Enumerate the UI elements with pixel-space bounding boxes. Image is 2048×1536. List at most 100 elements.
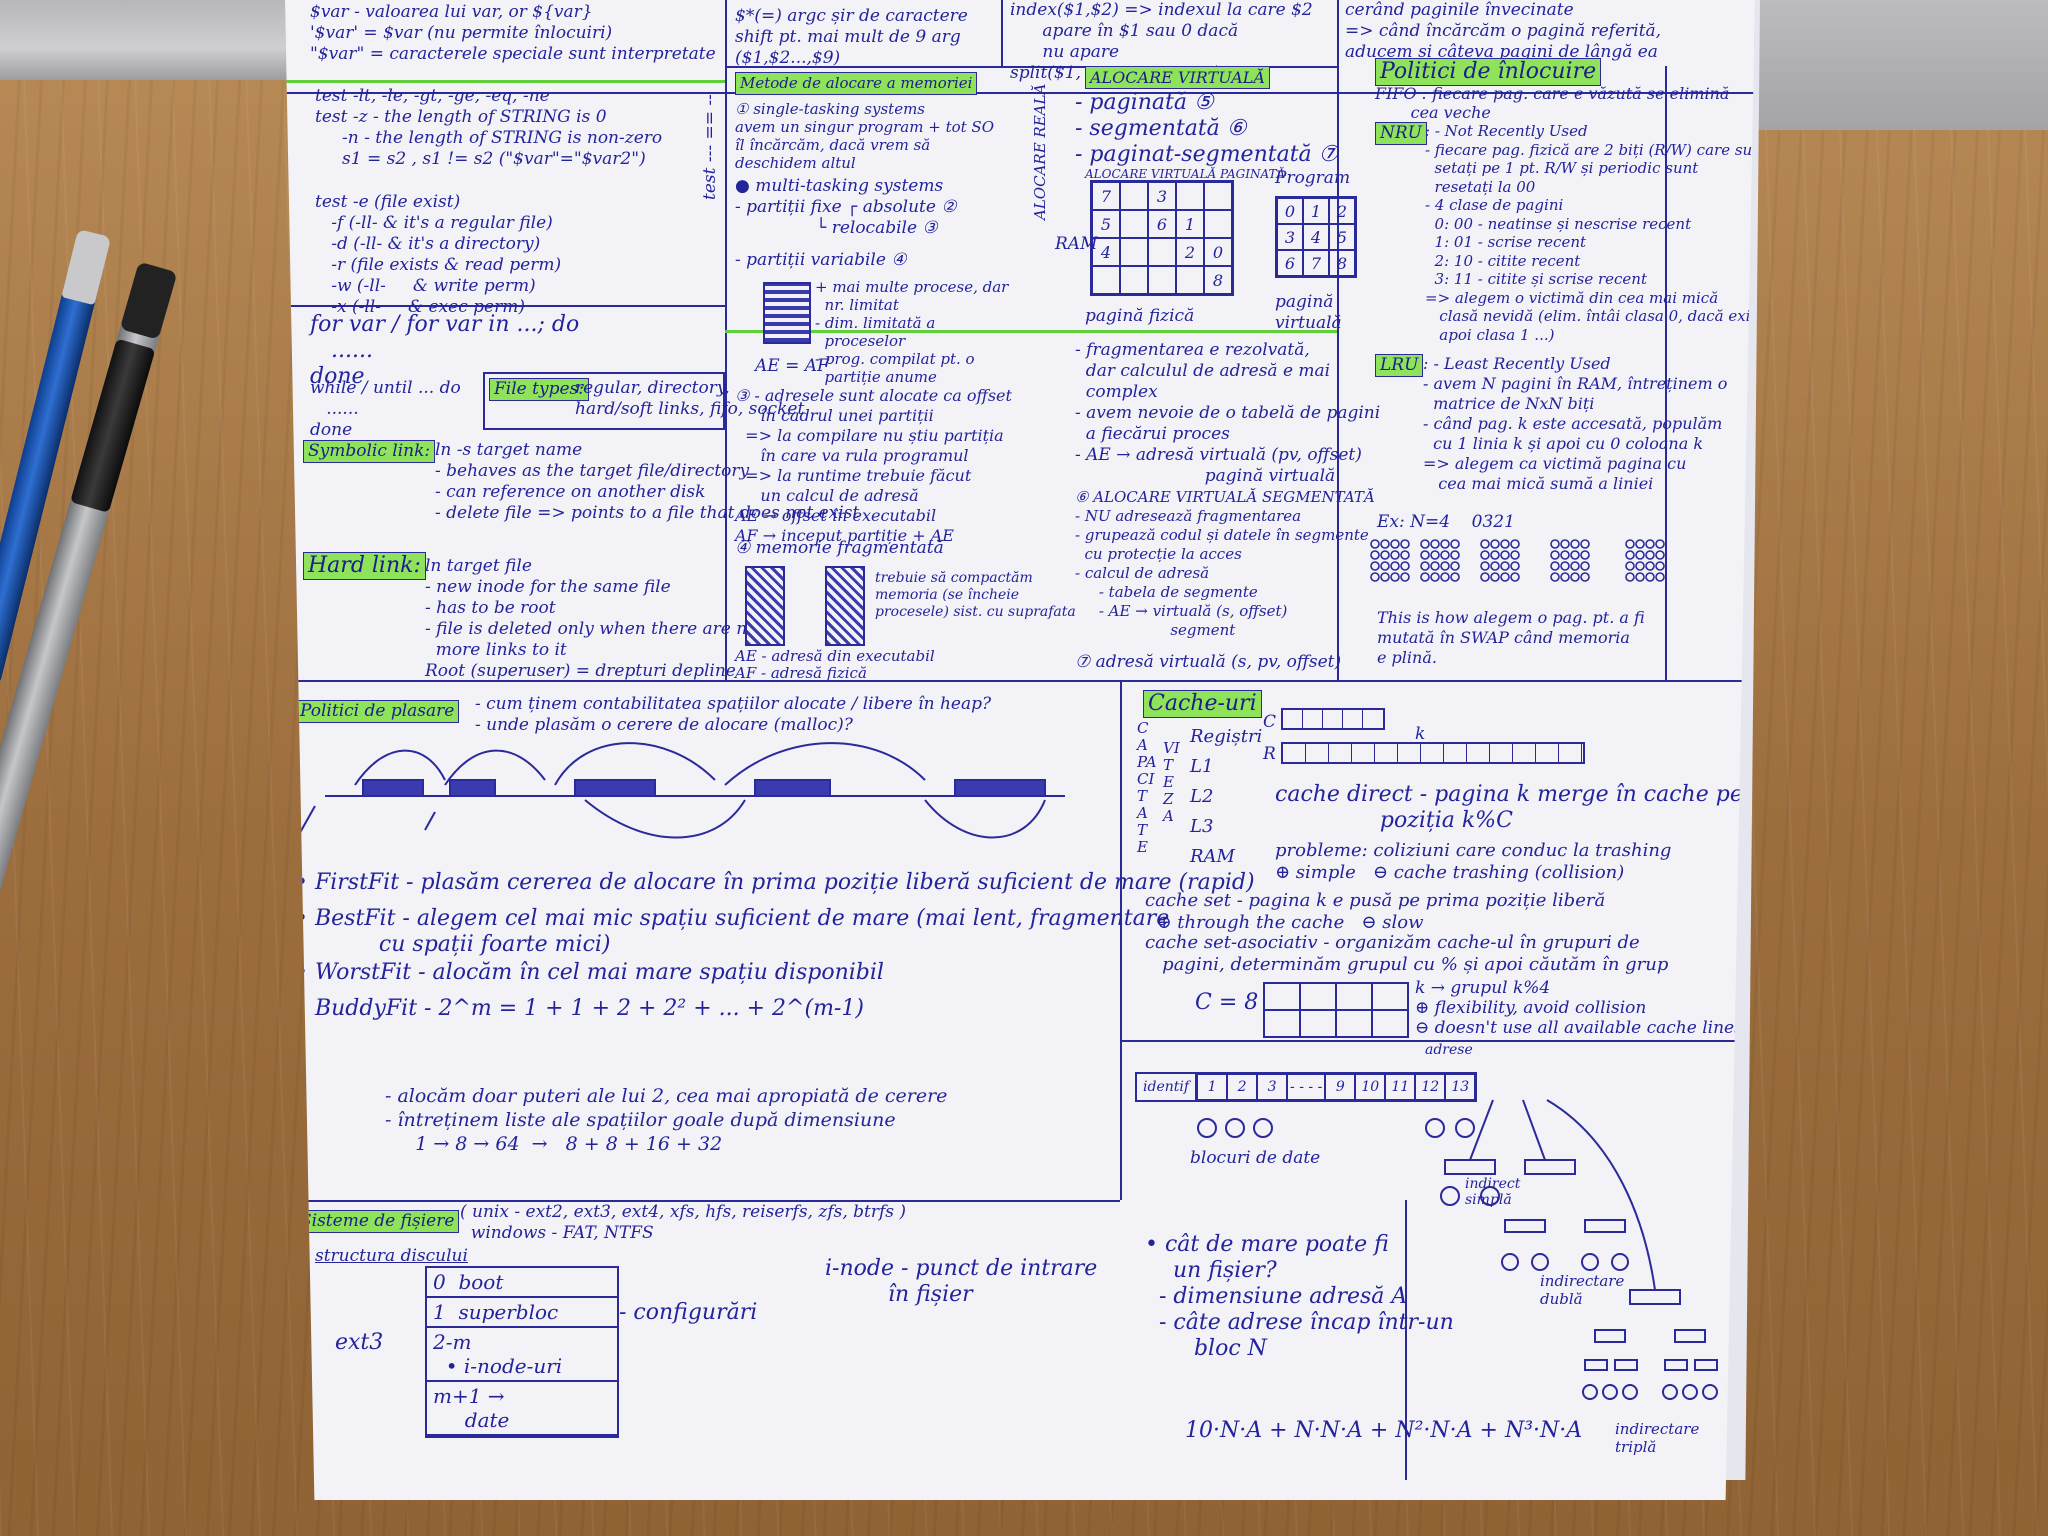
lru-bit-icon (1400, 561, 1410, 571)
file-size-formula: 10·N·A + N·N·A + N²·N·A + N³·N·A (1185, 1418, 1583, 1443)
lru-bit-icon (1380, 561, 1390, 571)
grid-cell: 5 (1329, 224, 1355, 250)
physical-page-label: pagină fizică (1085, 306, 1195, 326)
grid-cell (1120, 210, 1148, 238)
lru-bit-icon (1655, 539, 1665, 549)
lru-bit-icon (1390, 550, 1400, 560)
grid-cell: 12 (1415, 1074, 1446, 1100)
segmented-notes: ⑥ ALOCARE VIRTUALĂ SEGMENTATĂ - NU adres… (1075, 488, 1375, 639)
lru-bit-icon (1400, 550, 1410, 560)
capacity-label: CAPACITATE (1137, 719, 1157, 856)
grid-cell: 4 (1303, 224, 1329, 250)
lru-bit-icon (1655, 561, 1665, 571)
program-label: Program (1275, 168, 1351, 188)
set-assoc-grid (1263, 982, 1409, 1038)
speed-label: VITEZA (1163, 739, 1180, 825)
lru-bit-icon (1480, 572, 1490, 582)
grid-cell: 2 (1329, 198, 1355, 224)
ext3-note: ext3 (335, 1330, 384, 1355)
divider (1665, 66, 1667, 680)
grid-cell: 3 (1148, 182, 1176, 210)
grid-cell (1204, 182, 1232, 210)
file-types-box (483, 372, 725, 430)
filesystems-list: ( unix - ext2, ext3, ext4, xfs, hfs, rei… (460, 1202, 907, 1243)
inode-addresses-label: adrese (1425, 1042, 1473, 1058)
cache-r-label: R (1263, 744, 1276, 764)
lru-bit-icon (1645, 550, 1655, 560)
placement-questions: - cum ținem contabilitatea spațiilor alo… (475, 694, 992, 735)
grid-cell: - - - - (1287, 1074, 1326, 1100)
notes-sheet: $var - valoarea lui var, or ${var} '$var… (285, 0, 1755, 1500)
grid-cell: 4 (1092, 238, 1120, 266)
virtual-alloc-title: ALOCARE VIRTUALĂ (1085, 66, 1270, 89)
grid-cell (1204, 210, 1232, 238)
data-blocks-label: blocuri de date (1190, 1148, 1321, 1168)
triple-indirection-label: indirectare triplă (1615, 1420, 1700, 1456)
green-rule (725, 330, 1337, 333)
divider (725, 0, 727, 680)
cache-title: Cache-uri (1143, 690, 1262, 718)
lru-bit-icon (1570, 572, 1580, 582)
lru-note: : - Least Recently Used - avem N pagini … (1423, 354, 1728, 493)
lru-bit-icon (1370, 539, 1380, 549)
fifo-note: FIFO : fiecare pag. care e văzută se eli… (1375, 84, 1730, 122)
lru-bit-icon (1480, 539, 1490, 549)
divider (285, 92, 1755, 94)
grid-cell: 1 (1303, 198, 1329, 224)
lru-bit-icon (1570, 539, 1580, 549)
lru-bit-icon (1550, 539, 1560, 549)
buddy-fit-note: • BuddyFit - 2^m = 1 + 1 + 2 + 2² + ... … (295, 996, 864, 1021)
grid-cell: 6 (1277, 250, 1303, 276)
divider (285, 1200, 1120, 1202)
grid-cell: 11 (1385, 1074, 1416, 1100)
file-types-note: regular, directory, hard/soft links, fif… (575, 378, 805, 419)
replacement-title: Politici de înlocuire (1375, 58, 1602, 86)
lru-bit-icon (1370, 550, 1380, 560)
first-fit-note: • FirstFit - plasăm cererea de alocare î… (295, 870, 1255, 895)
lru-bit-icon (1560, 539, 1570, 549)
lru-bit-icon (1420, 572, 1430, 582)
memory-levels: Regiștri L1 L2 L3 RAM (1190, 726, 1263, 867)
grid-cell (1120, 238, 1148, 266)
grid-cell (1148, 238, 1176, 266)
file-types-label: File types: (489, 378, 589, 401)
lru-bit-icon (1510, 539, 1520, 549)
cache-row (1281, 708, 1385, 730)
lru-bit-icon (1450, 539, 1460, 549)
lru-bit-icon (1625, 572, 1635, 582)
lru-footnote: This is how alegem o pag. pt. a fi mutat… (1377, 608, 1645, 667)
grid-cell: 1 (1176, 210, 1204, 238)
lru-bit-icon (1645, 539, 1655, 549)
lru-bit-icon (1580, 572, 1590, 582)
lru-bit-icon (1560, 561, 1570, 571)
lru-bit-icon (1560, 550, 1570, 560)
ram-label: RAM (1055, 234, 1098, 254)
lru-bit-icon (1400, 572, 1410, 582)
for-loop-note: for var / for var in ...; do ...... done (310, 312, 580, 389)
lru-bit-icon (1510, 550, 1520, 560)
grid-cell: 6 (1148, 210, 1176, 238)
grid-cell (1176, 182, 1204, 210)
lru-bit-icon (1500, 539, 1510, 549)
lru-bit-icon (1560, 572, 1570, 582)
lru-bit-icon (1480, 561, 1490, 571)
worst-fit-note: • WorstFit - alocăm în cel mai mare spaț… (295, 960, 884, 985)
grid-cell: 10 (1355, 1074, 1386, 1100)
symbolic-link-note: ln -s target name - behaves as the targe… (435, 440, 860, 523)
test-file-note: test -e (file exist) -f (-ll- & it's a r… (315, 192, 562, 317)
grid-cell: 3 (1277, 224, 1303, 250)
lru-bit-icon (1380, 539, 1390, 549)
lru-bit-icon (1450, 561, 1460, 571)
lru-bit-icon (1550, 550, 1560, 560)
bash-vars-note: $var - valoarea lui var, or ${var} '$var… (310, 2, 716, 64)
lru-matrices (1370, 539, 1665, 582)
grid-cell: 8 (1204, 266, 1232, 294)
indirection-tree (1197, 1099, 1718, 1400)
lru-bit-icon (1635, 539, 1645, 549)
single-tasking-note: ① single-tasking systems avem un singur … (735, 100, 995, 172)
lru-bit-icon (1370, 572, 1380, 582)
lru-bit-icon (1500, 550, 1510, 560)
lru-bit-icon (1550, 561, 1560, 571)
